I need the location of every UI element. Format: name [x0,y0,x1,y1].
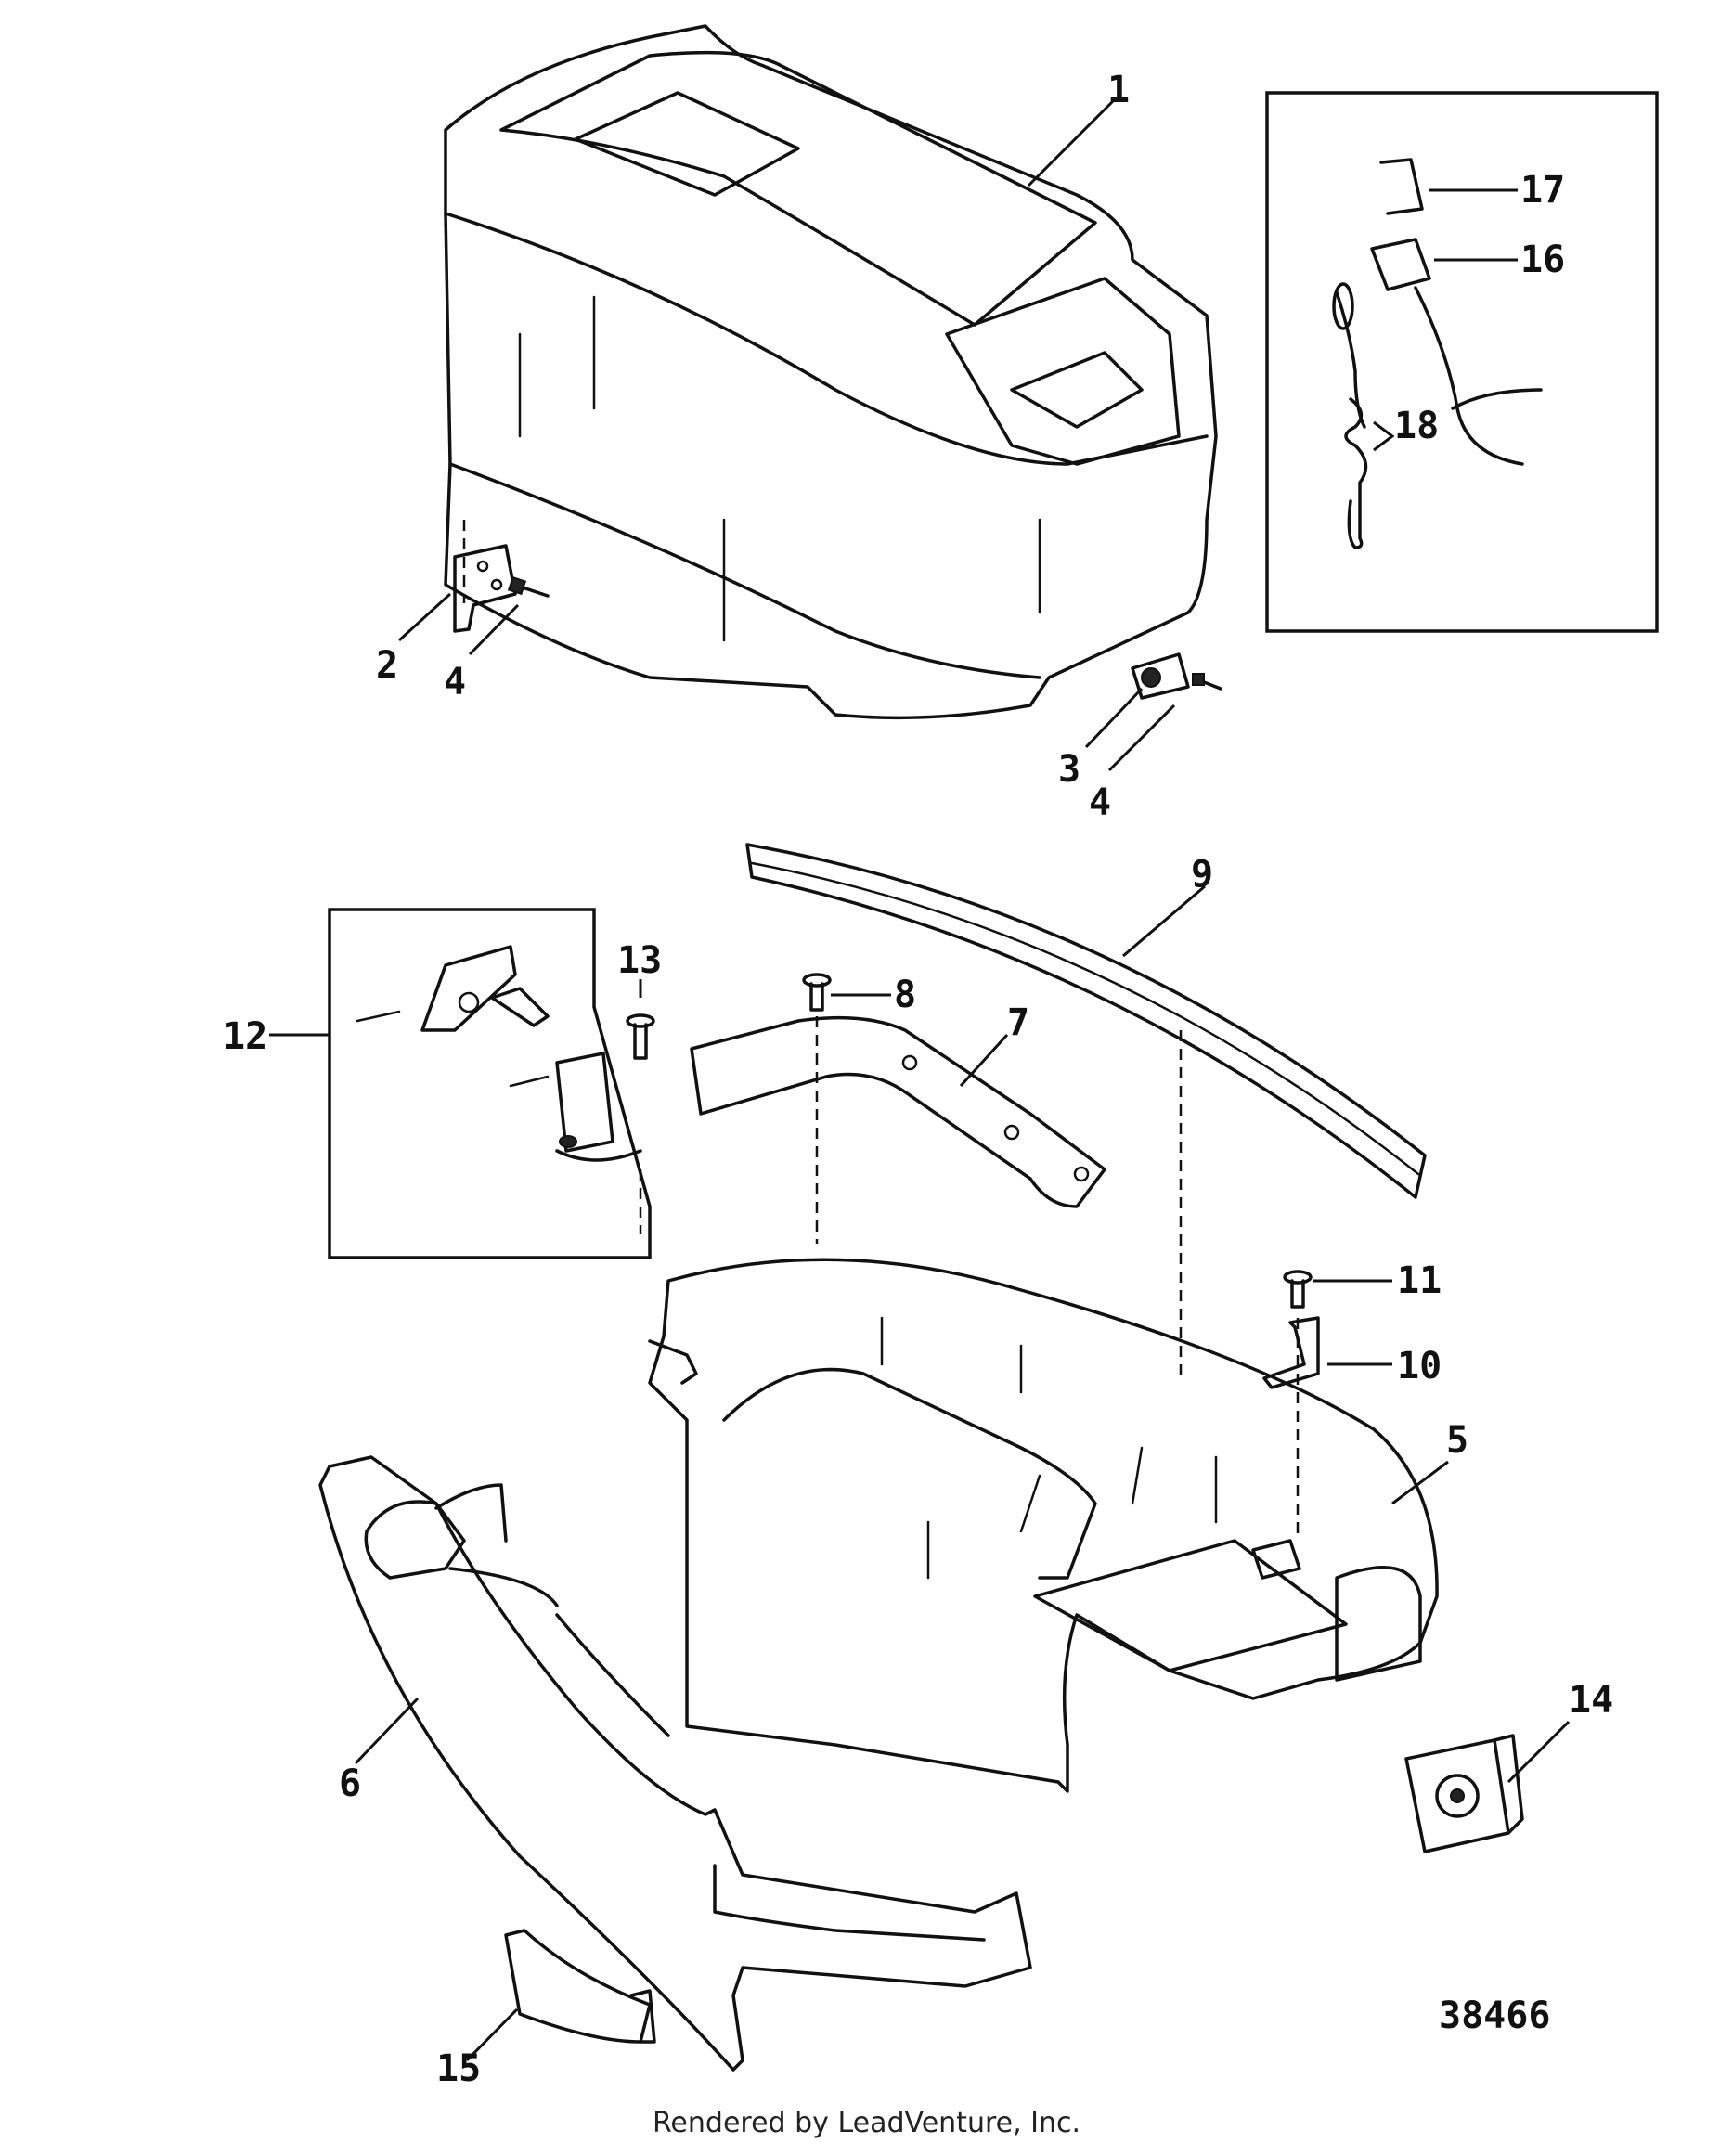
callout-5: 5 [1446,1419,1468,1462]
callout-3: 3 [1058,748,1080,791]
vent-cover [504,1929,656,2044]
screw-13 [626,1013,655,1060]
screw-11 [1283,1270,1313,1541]
callout-1: 1 [1107,69,1130,111]
latch-right [1131,652,1222,700]
callout-4-right: 4 [1089,781,1111,824]
callout-11: 11 [1397,1259,1442,1302]
screw-left [507,575,550,598]
callout-2: 2 [376,644,398,687]
callout-13: 13 [617,939,662,982]
top-cowl [444,24,1218,720]
support-bracket [690,1015,1106,1208]
inset-box-latch [328,908,652,1259]
callout-4-left: 4 [444,661,466,704]
callout-6: 6 [339,1762,361,1805]
latch-assembly [356,945,642,1234]
callout-15: 15 [436,2047,481,2090]
callout-17: 17 [1520,169,1565,212]
callout-labels: 1 2 3 4 4 5 6 7 8 9 10 11 12 13 14 15 16… [223,69,1613,2090]
drawing-number: 38466 [1439,1995,1550,2037]
callout-12: 12 [223,1015,267,1058]
footer-credit: Rendered by LeadVenture, Inc. [652,2107,1081,2139]
callout-18: 18 [1394,405,1439,447]
callout-9: 9 [1191,853,1213,896]
cowl-seal [745,843,1427,1199]
callout-7: 7 [1007,1001,1029,1044]
screw-8 [802,973,832,1244]
callout-14: 14 [1569,1679,1613,1722]
lower-cowl-starboard [648,1258,1439,1793]
callout-10: 10 [1397,1345,1442,1388]
lanyard-switch-assembly [1332,158,1543,549]
callout-8: 8 [894,974,916,1016]
latch-bracket [453,520,517,633]
lower-cowl-port [318,1455,1032,2072]
clip-10 [1262,1316,1320,1389]
latch-plate [1404,1734,1524,1853]
leader-lines [269,96,1571,2062]
callout-16: 16 [1520,239,1565,281]
inset-box-lanyard [1265,91,1659,633]
